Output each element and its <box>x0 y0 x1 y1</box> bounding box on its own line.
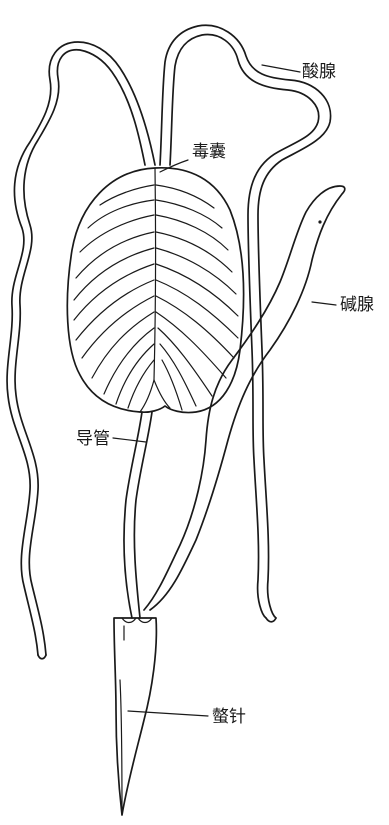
sting-label: 螫针 <box>212 707 246 727</box>
acid-gland-leader <box>262 65 300 72</box>
venom-sac-label: 毒囊 <box>192 142 226 162</box>
sting-leader <box>128 711 208 716</box>
acid-gland-label: 酸腺 <box>302 62 336 82</box>
alkaline-gland <box>144 186 345 610</box>
sting-base <box>114 618 156 815</box>
acid-gland-right-loop-outer <box>160 25 331 618</box>
acid-gland-right-loop-inner <box>170 35 319 618</box>
duct-leader <box>113 438 146 442</box>
venom-sac-striations-right <box>156 185 238 410</box>
venom-sac <box>67 168 243 413</box>
sting <box>114 618 156 815</box>
venom-sac-striations-left <box>74 185 154 408</box>
acid-gland-tip-a <box>38 655 46 659</box>
duct-label: 导管 <box>76 429 110 449</box>
duct-left-wall <box>124 412 142 618</box>
acid-gland-right-tip <box>266 618 276 622</box>
alkaline-gland-label: 碱腺 <box>340 295 374 315</box>
alkaline-gland-dot <box>318 220 321 223</box>
alkaline-gland-leader <box>312 302 336 305</box>
